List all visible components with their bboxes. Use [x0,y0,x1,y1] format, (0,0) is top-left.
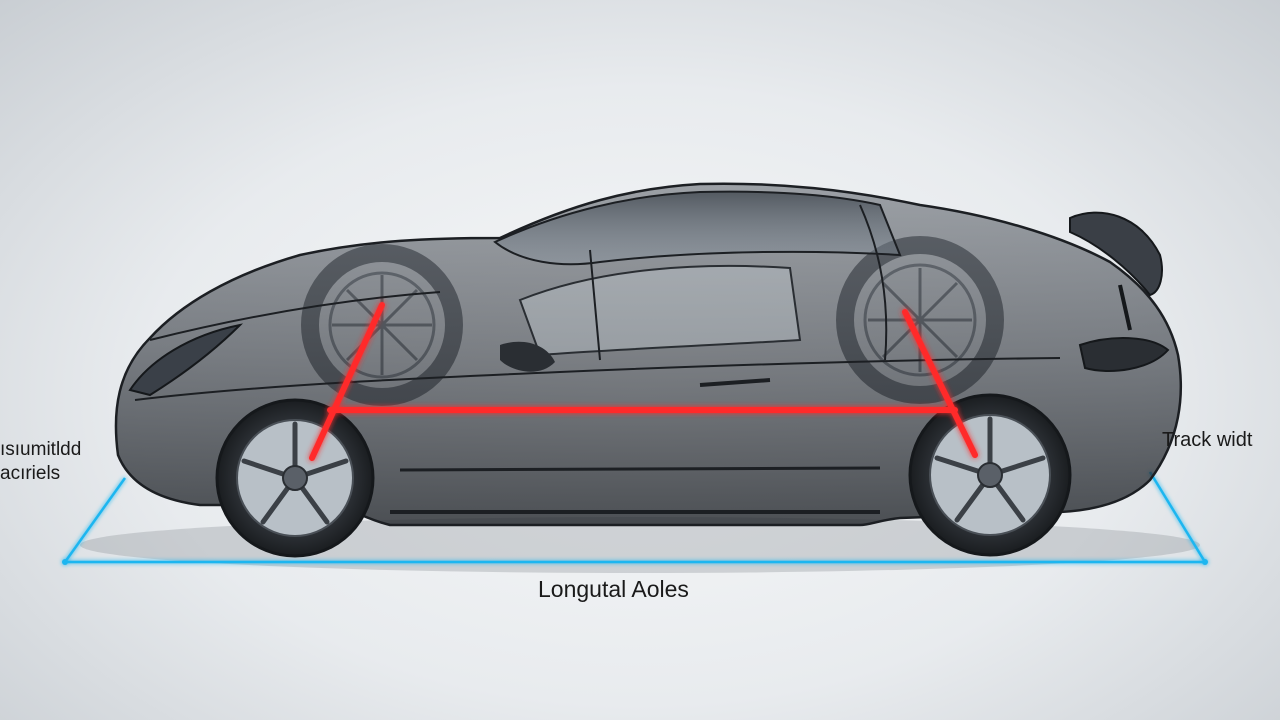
left-label-line2: acıriels [0,463,61,484]
side-window [518,264,802,357]
floor-shadow [80,517,1200,573]
roof-glass [493,190,902,266]
headlight [128,323,244,397]
track-width-outline [62,471,1208,565]
car-body [114,182,1183,527]
left-label-line1: ısıumitldd [0,439,82,460]
side-mirror [500,341,555,372]
rear-axle-line [902,309,978,458]
front-axle-line [309,302,385,461]
track-width-label: Track widt [1162,429,1253,451]
left-label: ısıumitldd acıriels [0,438,120,486]
near-front-wheel [215,398,375,558]
tail-light [1078,337,1170,372]
axle-lines [309,302,978,461]
near-rear-wheel [908,393,1072,557]
rear-spoiler [1069,211,1163,297]
longitudinal-axles-label: Longutal Aoles [538,576,689,602]
